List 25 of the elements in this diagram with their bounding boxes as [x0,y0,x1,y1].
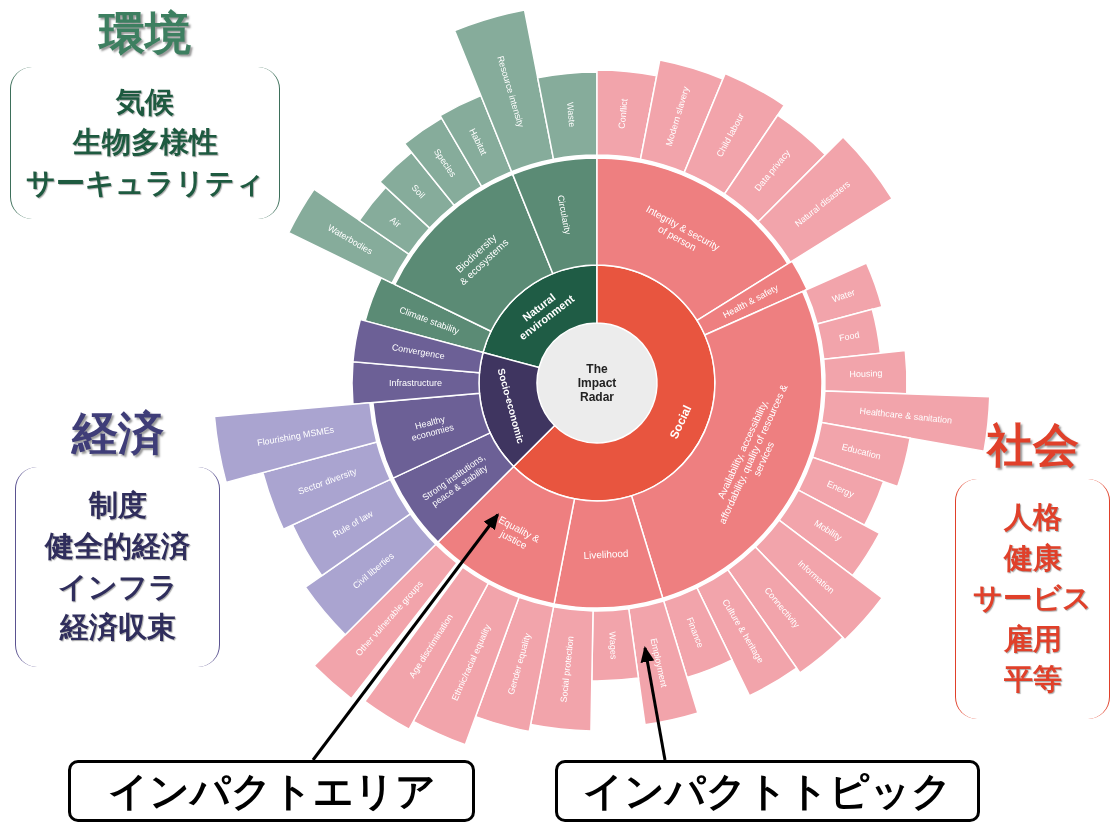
sunburst-segment: Circularity [511,157,598,275]
category-heading: 経済 [71,408,164,459]
callout-box: インパクトトピック [555,760,980,822]
list-item: サーキュラリティ [25,165,265,201]
list-item: 気候 [116,84,174,120]
arrow [311,513,499,761]
list-item: 雇用 [1003,621,1062,657]
sunburst-segment: Infrastructure [351,360,481,406]
callout-box: インパクトエリア [68,760,475,822]
list-item: 制度 [88,488,147,524]
sunburst-segment: Conflict [596,69,658,160]
list-item: 人格 [1003,500,1062,536]
list-item: 健康 [1003,540,1062,576]
list-item: 生物多様性 [72,125,218,161]
sunburst-segment: Waste [536,71,598,160]
list-item: 経済収束 [59,610,176,646]
sunburst-segment: Water [804,262,883,325]
category-heading: 環境 [99,8,191,59]
arrow [640,646,667,761]
list-item: 健全的経済 [45,529,190,564]
list-item: サービス [973,581,1092,617]
list-item: インフラ [57,569,178,605]
sunburst-segment: Food [816,308,882,360]
sunburst-segment: Livelihood [553,495,664,609]
list-item: 平等 [1003,662,1062,698]
